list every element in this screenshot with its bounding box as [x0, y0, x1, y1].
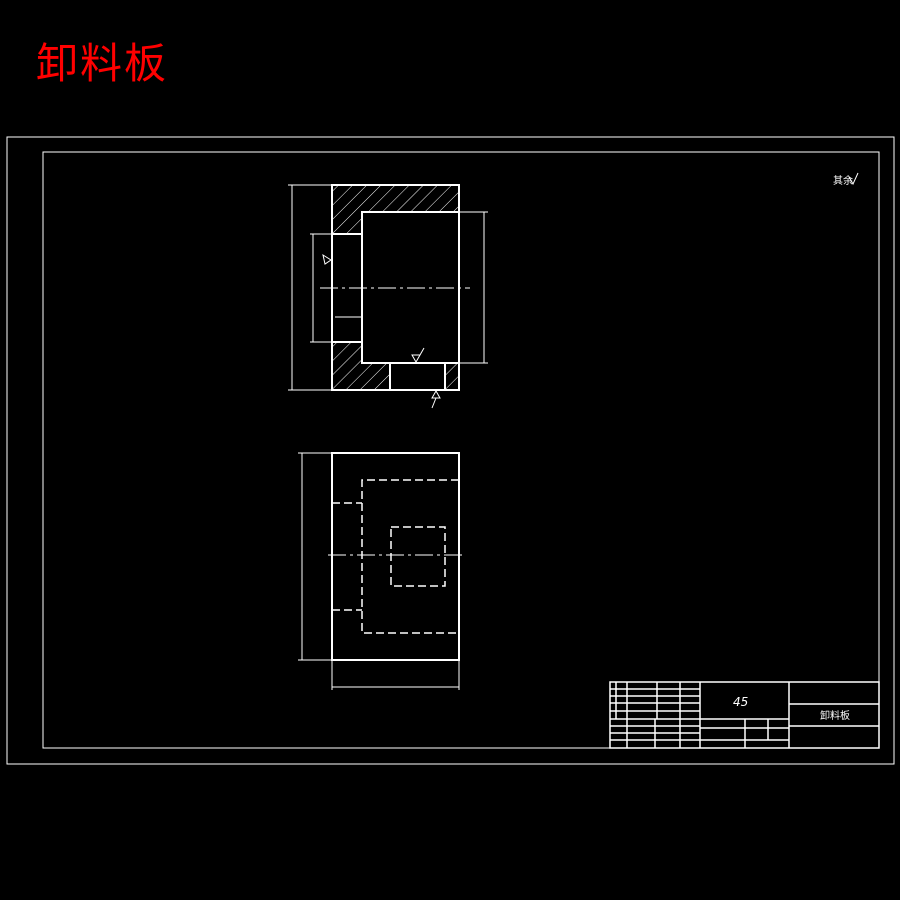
dimensions-section: [288, 184, 488, 409]
roughness-note: 其余: [833, 174, 853, 187]
inner-frame: [42, 151, 880, 749]
outer-frame: [6, 136, 895, 765]
roughness-icon: [848, 172, 859, 186]
drawing-title: 卸料板: [36, 39, 169, 88]
dimensions-plan: [298, 452, 460, 690]
hidden-lines: [332, 479, 459, 634]
plan-view-outline: [331, 452, 460, 661]
material-label: 45: [733, 695, 748, 709]
title-block: [609, 681, 880, 749]
part-name-label: 卸料板: [820, 709, 850, 722]
section-view: [331, 184, 460, 391]
